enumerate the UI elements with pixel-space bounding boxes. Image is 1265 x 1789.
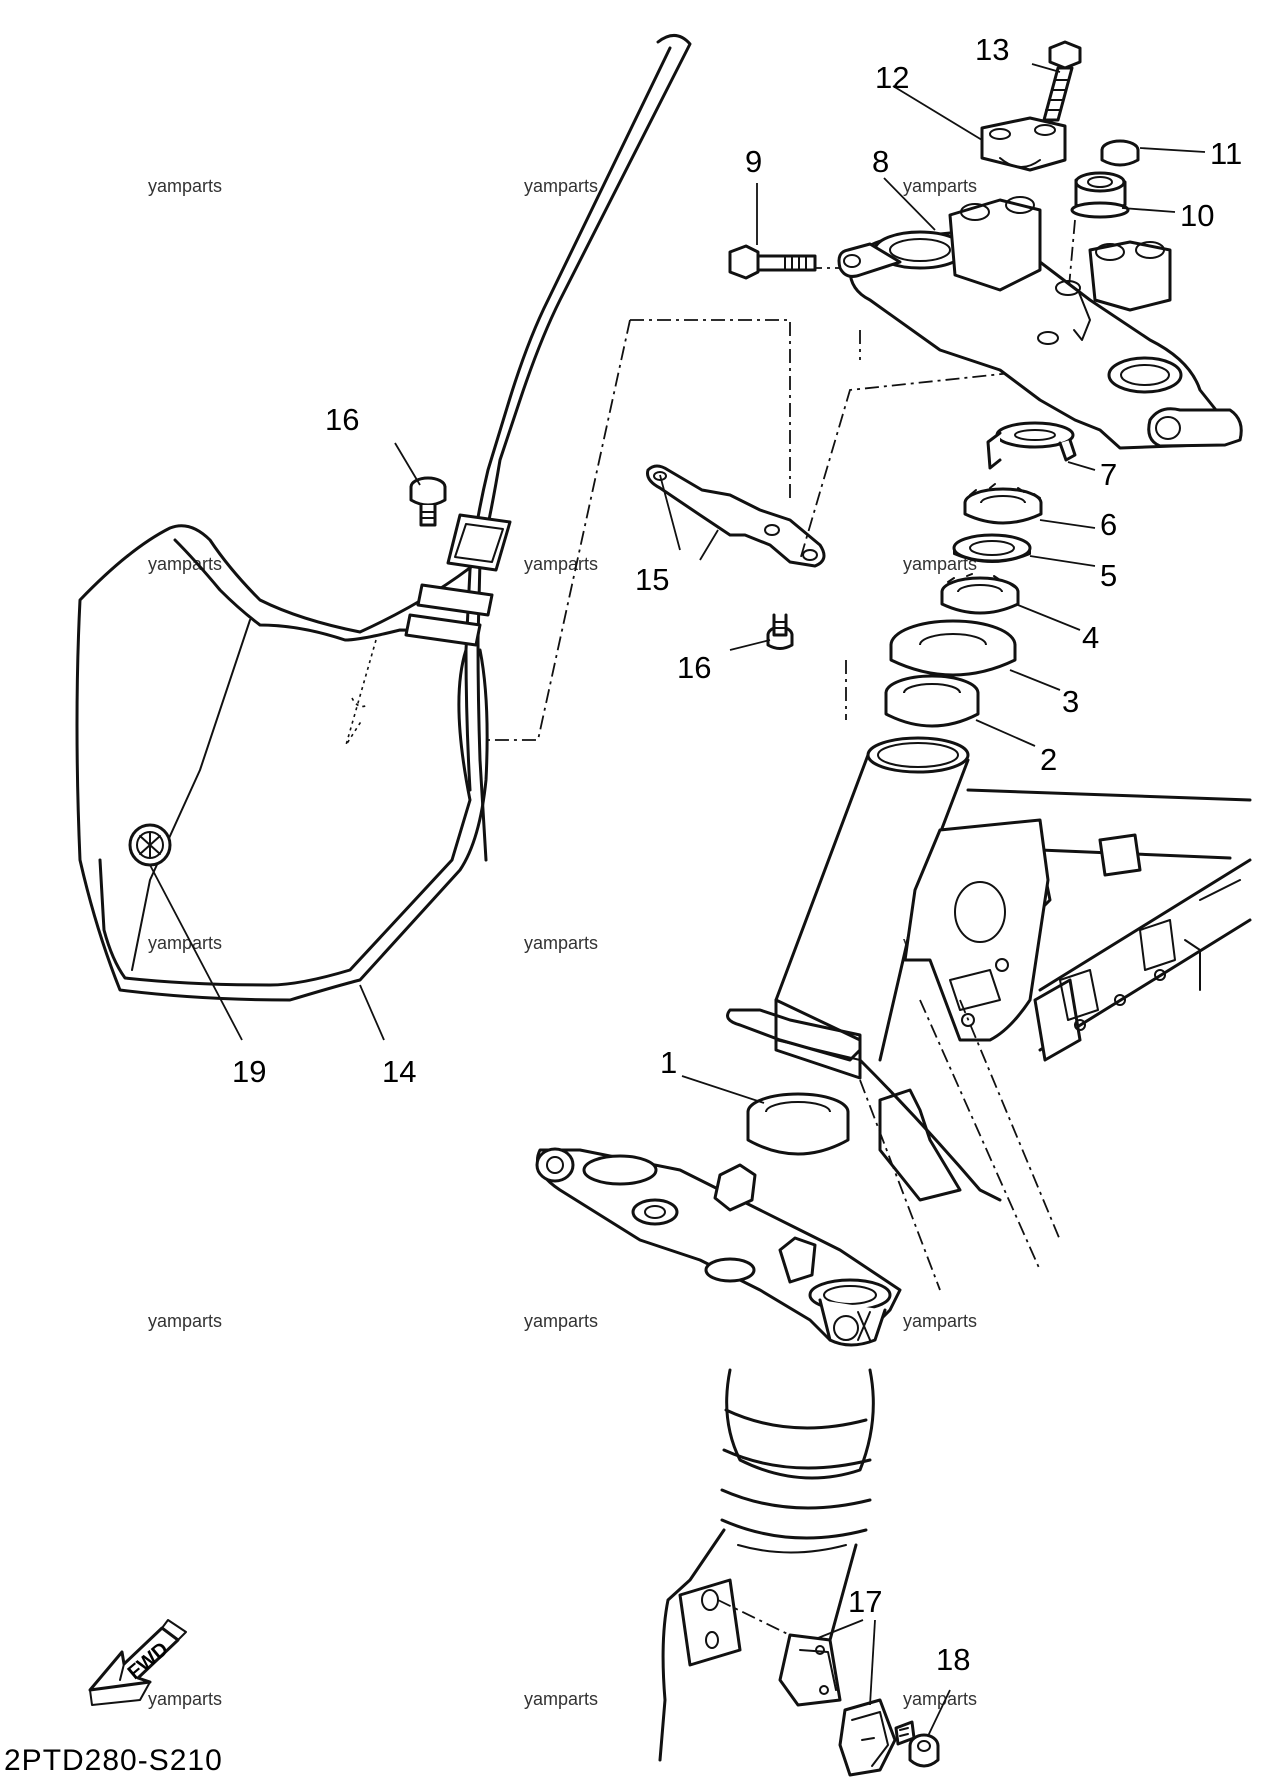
watermark: yamparts bbox=[903, 554, 977, 574]
callout-15: 15 bbox=[635, 562, 669, 597]
watermark: yamparts bbox=[148, 1689, 222, 1709]
front-fork bbox=[658, 1368, 875, 1762]
watermark: yamparts bbox=[903, 1311, 977, 1331]
callout-16: 16 bbox=[677, 650, 711, 685]
callout-18: 18 bbox=[936, 1642, 970, 1677]
lower-triple-clamp bbox=[535, 1147, 902, 1347]
callout-17: 17 bbox=[848, 1584, 882, 1619]
handlebar-cap-12 bbox=[980, 116, 1067, 172]
watermark: yamparts bbox=[524, 933, 598, 953]
callout-2: 2 bbox=[1040, 742, 1057, 777]
callout-14: 14 bbox=[382, 1054, 416, 1089]
bracket-15 bbox=[646, 464, 826, 650]
steering-head-frame bbox=[726, 736, 1252, 1291]
watermarks: yamparts yamparts yamparts yamparts yamp… bbox=[148, 176, 977, 1709]
watermark: yamparts bbox=[524, 554, 598, 574]
callout-4: 4 bbox=[1082, 620, 1099, 655]
bolt-9 bbox=[728, 242, 902, 280]
callout-6: 6 bbox=[1100, 507, 1117, 542]
callout-5: 5 bbox=[1100, 558, 1117, 593]
watermark: yamparts bbox=[903, 1689, 977, 1709]
watermark: yamparts bbox=[524, 1689, 598, 1709]
callout-12: 12 bbox=[875, 60, 909, 95]
leader-lines bbox=[149, 63, 1206, 1737]
callout-1: 1 bbox=[660, 1045, 677, 1080]
callout-11: 11 bbox=[1210, 136, 1242, 171]
upper-triple-clamp bbox=[848, 196, 1243, 450]
steering-nut-10 bbox=[1070, 171, 1130, 219]
callout-13: 13 bbox=[975, 32, 1009, 67]
callout-8: 8 bbox=[872, 144, 889, 179]
watermark: yamparts bbox=[524, 176, 598, 196]
fwd-arrow-icon: FWD bbox=[88, 1619, 187, 1706]
ring-nut-6 bbox=[963, 483, 1043, 525]
callout-19: 19 bbox=[232, 1054, 266, 1089]
seal-3 bbox=[889, 619, 1017, 677]
hose-guide-17 bbox=[717, 1599, 897, 1777]
lock-washer-7 bbox=[986, 421, 1077, 470]
bolt-13 bbox=[1042, 40, 1082, 122]
bearing-2 bbox=[884, 674, 980, 728]
watermark: yamparts bbox=[148, 176, 222, 196]
callout-16: 16 bbox=[325, 402, 359, 437]
bolt-18 bbox=[894, 1720, 940, 1768]
callout-7: 7 bbox=[1100, 457, 1117, 492]
ring-nut-4 bbox=[940, 573, 1020, 615]
callouts: 1 2 3 4 5 6 7 8 9 10 11 12 13 14 15 16 1… bbox=[232, 32, 1242, 1677]
callout-3: 3 bbox=[1062, 684, 1079, 719]
diagram-code: 2PTD280-S210 bbox=[4, 1744, 223, 1777]
watermark: yamparts bbox=[148, 933, 222, 953]
callout-9: 9 bbox=[745, 144, 762, 179]
callout-10: 10 bbox=[1180, 198, 1214, 233]
bolt-16-upper bbox=[409, 476, 447, 527]
cap-11 bbox=[1100, 139, 1140, 167]
watermark: yamparts bbox=[524, 1311, 598, 1331]
bearing-1 bbox=[746, 1092, 850, 1156]
watermark: yamparts bbox=[148, 1311, 222, 1331]
watermark: yamparts bbox=[148, 554, 222, 574]
washer-5 bbox=[952, 533, 1032, 563]
number-plate bbox=[75, 34, 692, 1002]
watermark: yamparts bbox=[903, 176, 977, 196]
